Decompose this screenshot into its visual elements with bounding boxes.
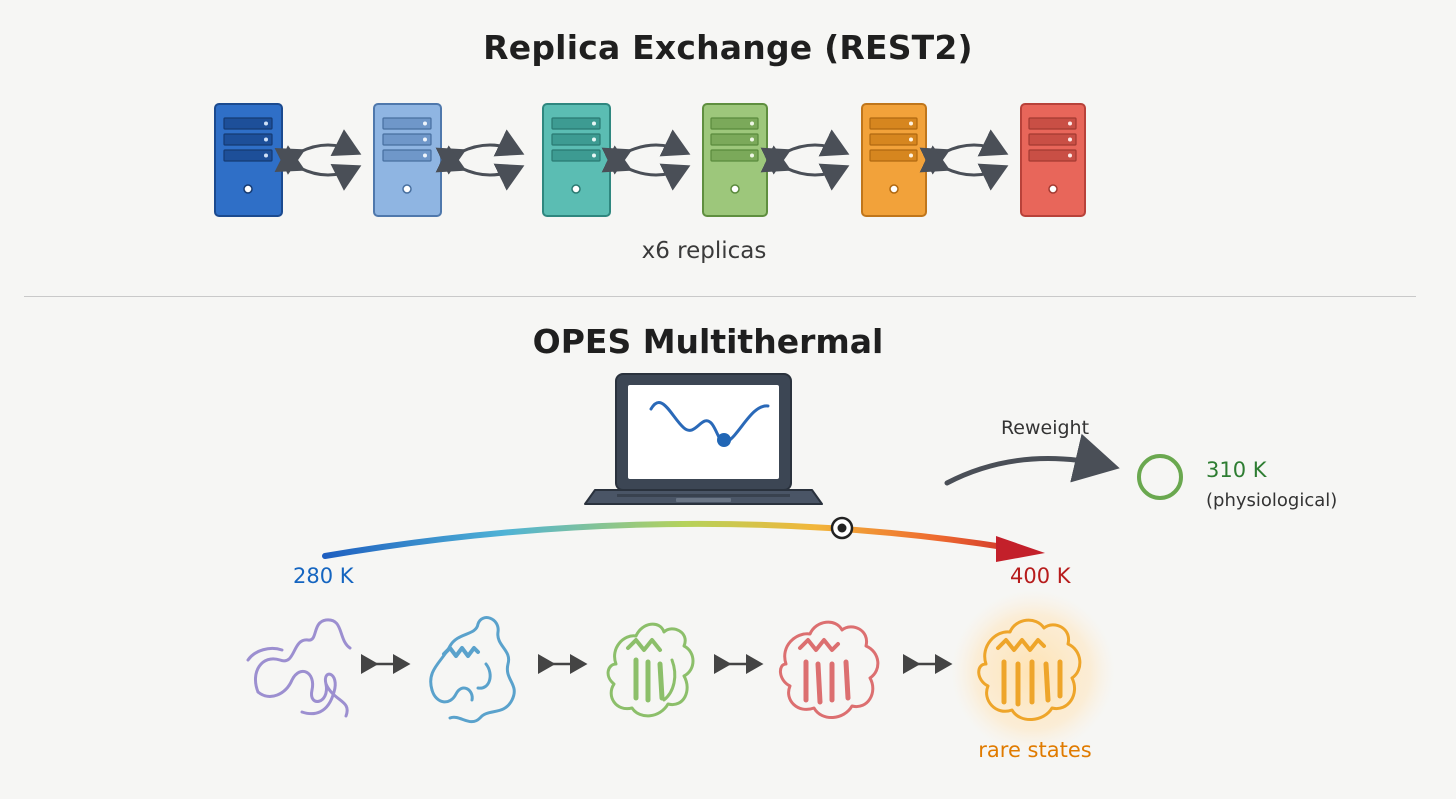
exchange-arrow-4-5 <box>760 129 850 191</box>
reweight-arrow <box>944 433 1120 486</box>
replica-server-6 <box>1020 103 1086 217</box>
conformation-folded <box>779 620 880 719</box>
free-energy-curve <box>649 401 770 447</box>
conformation-partial-fold <box>606 622 695 718</box>
replica-server-2 <box>373 103 442 217</box>
exchange-arrows <box>274 129 1009 191</box>
replica-server-1 <box>214 103 283 217</box>
target-temperature-note: (physiological) <box>1206 490 1338 511</box>
replica-count-label: x6 replicas <box>641 238 767 264</box>
target-temperature-label: 310 K <box>1206 458 1267 482</box>
conformation-unfolded <box>246 618 352 718</box>
exchange-arrow-5-6 <box>919 129 1009 191</box>
current-temperature-marker <box>830 516 854 540</box>
opes-title: OPES Multithermal <box>532 322 884 361</box>
rex-title: Replica Exchange (REST2) <box>483 28 973 67</box>
high-temperature-label: 400 K <box>1010 564 1071 588</box>
low-temperature-label: 280 K <box>293 564 354 588</box>
conformation-partial-helix <box>429 616 516 724</box>
exchange-arrow-1-2 <box>274 129 362 191</box>
exchange-arrow-2-3 <box>435 129 525 191</box>
conformation-rare <box>977 618 1082 721</box>
target-temperature-marker <box>1137 454 1183 500</box>
replica-server-3 <box>542 103 611 217</box>
section-divider <box>24 296 1416 297</box>
exchange-arrow-3-4 <box>601 129 691 191</box>
rare-states-label: rare states <box>978 738 1092 762</box>
reweight-label: Reweight <box>1000 417 1090 439</box>
laptop-icon <box>584 373 823 505</box>
temperature-gradient-arrow <box>322 520 1045 562</box>
replica-server-4 <box>702 103 768 217</box>
replica-server-5 <box>861 103 927 217</box>
